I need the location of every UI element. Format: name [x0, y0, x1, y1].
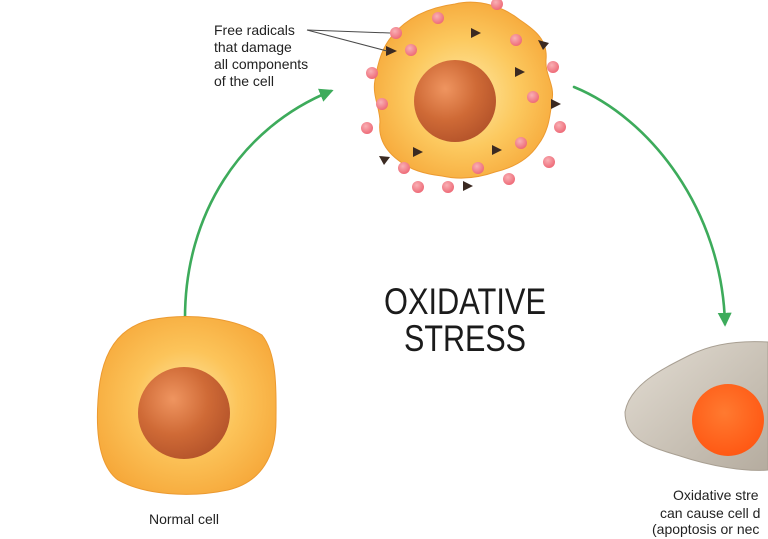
free-radical-dot: [432, 12, 444, 24]
diagram-title-line-2: STRESS: [404, 318, 526, 359]
free-radical-dot: [472, 162, 484, 174]
damaged-cell: [361, 0, 566, 193]
free-radicals-label-line: that damage: [214, 39, 292, 55]
free-radical-dot: [510, 34, 522, 46]
normal-cell-label: Normal cell: [149, 511, 219, 527]
free-radicals-label: Free radicals that damage all components…: [214, 22, 391, 89]
leader-line: [306, 29, 391, 34]
free-radical-dot: [543, 156, 555, 168]
free-radical-dot: [390, 27, 402, 39]
free-radical-dot: [405, 44, 417, 56]
dead-cell-label-line: can cause cell d: [660, 505, 760, 521]
arrow-normal-to-damaged: [183, 88, 334, 320]
dead-cell-label-line: (apoptosis or nec: [652, 521, 759, 537]
free-radical-dot: [515, 137, 527, 149]
dead-cell-nucleus: [692, 384, 764, 456]
arrow-damaged-to-dead: [572, 85, 732, 327]
free-radical-triangle: [551, 99, 561, 109]
free-radical-triangle: [471, 28, 481, 38]
normal-cell-nucleus: [138, 367, 230, 459]
diagram-title-line-1: OXIDATIVE: [384, 281, 546, 322]
free-radical-dot: [491, 0, 503, 10]
free-radical-dot: [412, 181, 424, 193]
free-radical-dot: [361, 122, 373, 134]
damaged-cell-nucleus: [414, 60, 496, 142]
free-radical-triangle: [386, 46, 397, 56]
free-radical-triangle: [538, 40, 549, 50]
free-radical-triangle: [463, 181, 473, 191]
normal-cell: [96, 316, 277, 495]
free-radicals-label-line: of the cell: [214, 73, 274, 89]
free-radical-triangle: [379, 156, 390, 165]
free-radical-dots: [361, 0, 566, 193]
dead-cell-label-line: Oxidative stre: [673, 487, 759, 503]
free-radicals-label-line: Free radicals: [214, 22, 295, 38]
free-radical-dot: [442, 181, 454, 193]
free-radical-triangle: [492, 145, 502, 155]
free-radical-dot: [554, 121, 566, 133]
free-radical-triangle: [515, 67, 525, 77]
free-radical-triangles: [379, 28, 561, 191]
free-radicals-label-line: all components: [214, 56, 308, 72]
free-radical-dot: [547, 61, 559, 73]
free-radical-dot: [376, 98, 388, 110]
free-radical-dot: [527, 91, 539, 103]
free-radical-triangle: [413, 147, 423, 157]
free-radical-dot: [366, 67, 378, 79]
dead-cell: [624, 341, 768, 471]
free-radical-dot: [398, 162, 410, 174]
free-radical-dot: [503, 173, 515, 185]
leader-line: [306, 29, 388, 52]
dead-cell-label: Oxidative stre can cause cell d (apoptos…: [652, 487, 760, 537]
